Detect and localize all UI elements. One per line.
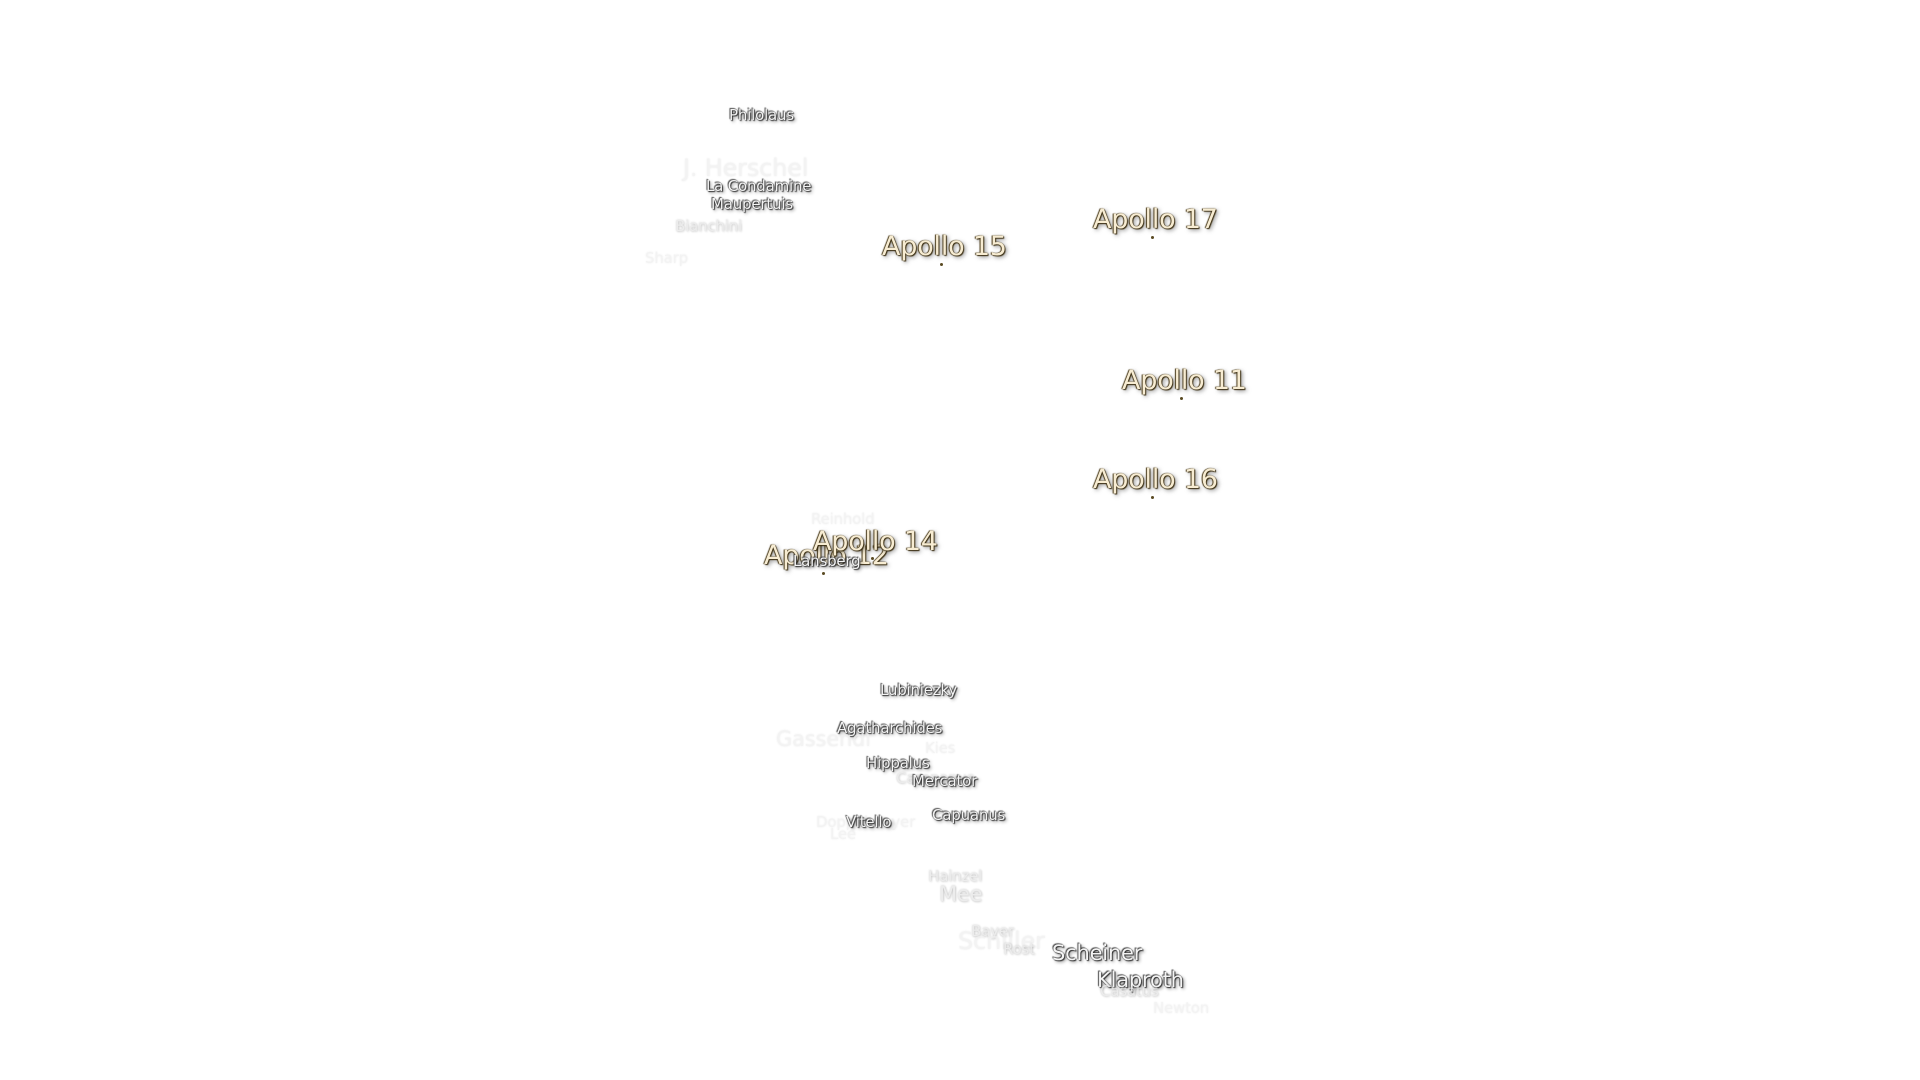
crater-label-sharp[interactable]: Sharp [645,249,688,267]
crater-label-rost[interactable]: Rost [1003,940,1035,958]
crater-label-gassendi[interactable]: Gassendi [776,727,871,751]
apollo-15-label[interactable]: Apollo 15 [882,231,1007,262]
apollo-11-site-marker[interactable] [1180,397,1183,400]
crater-label-reinhold[interactable]: Reinhold [811,510,875,528]
crater-label-mee[interactable]: Mee [939,882,983,906]
crater-label-campanus[interactable]: Campanus [896,769,975,787]
crater-label-kies[interactable]: Kies [925,739,956,757]
apollo-14-label[interactable]: Apollo 14 [813,526,938,557]
crater-label-j-herschel[interactable]: J. Herschel [683,154,809,182]
crater-label-maupertuis[interactable]: Maupertuis [711,195,793,213]
crater-label-lubiniezky[interactable]: Lubiniezky [880,681,958,699]
crater-label-hippalus[interactable]: Hippalus [866,754,930,772]
crater-label-casatus[interactable]: Casatus [1100,982,1159,1000]
apollo-12-site-marker[interactable] [822,572,825,575]
crater-label-bayer[interactable]: Bayer [971,922,1014,940]
apollo-16-label[interactable]: Apollo 16 [1093,464,1218,495]
crater-label-la-condamine[interactable]: La Condamine [706,177,812,195]
apollo-17-label[interactable]: Apollo 17 [1093,204,1218,235]
crater-label-scheiner[interactable]: Scheiner [1052,941,1143,965]
apollo-16-site-marker[interactable] [1151,496,1154,499]
crater-label-lee[interactable]: Lee [830,825,856,843]
apollo-14-site-marker[interactable] [871,557,874,560]
apollo-11-label[interactable]: Apollo 11 [1122,365,1247,396]
crater-label-mercator[interactable]: Mercator [912,772,978,790]
crater-label-bianchini[interactable]: Bianchini [675,217,742,235]
crater-label-hainzel[interactable]: Hainzel [928,867,983,885]
crater-label-klaproth[interactable]: Klaproth [1097,968,1184,992]
crater-label-capuanus[interactable]: Capuanus [932,806,1006,824]
crater-label-lansberg[interactable]: Lansberg [793,552,861,570]
apollo-12-label[interactable]: Apollo 12 [764,540,889,571]
crater-label-agatharchides[interactable]: Agatharchides [837,719,943,737]
crater-label-newton[interactable]: Newton [1153,999,1210,1017]
crater-label-doppelmayer[interactable]: Doppelmayer [816,813,916,831]
crater-label-philolaus[interactable]: Philolaus [729,106,794,124]
apollo-15-site-marker[interactable] [940,263,943,266]
crater-label-schiller[interactable]: Schiller [958,927,1045,955]
apollo-17-site-marker[interactable] [1151,236,1154,239]
crater-label-vitello[interactable]: Vitello [846,813,892,831]
